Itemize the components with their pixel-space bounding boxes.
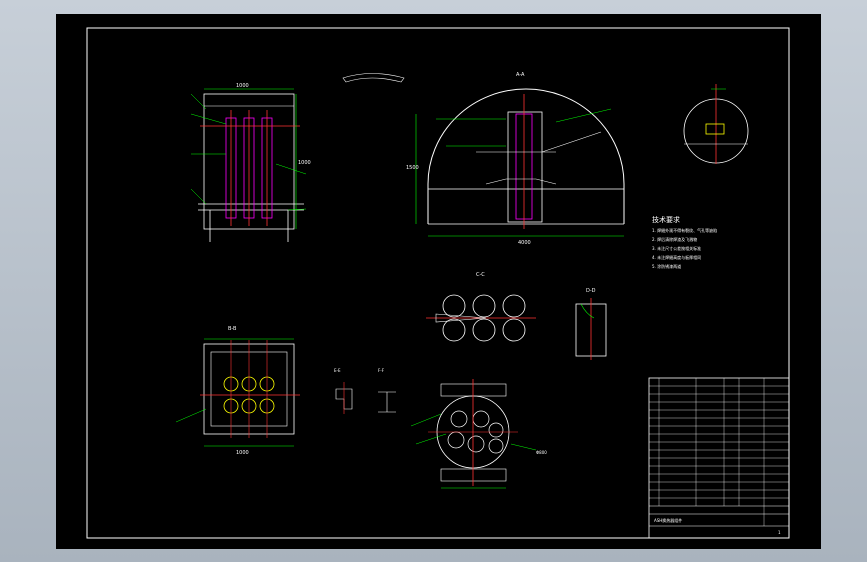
profile-details: E-E F-F — [334, 368, 396, 414]
tech-line-5: 5. 涂防锈漆两道 — [652, 263, 681, 269]
label-section-ee: E-E — [334, 368, 341, 373]
detail-dd-view: D-D — [575, 288, 607, 360]
sheet-number: 1 — [778, 530, 781, 535]
label-section-cc: C-C — [476, 272, 485, 278]
tech-line-4: 4. 未注焊缝高度与板厚相同 — [652, 254, 701, 260]
dim-circle-dia: Φ800 — [536, 450, 547, 455]
tube-sheet-view: Φ800 — [410, 379, 547, 489]
label-section-ff: F-F — [378, 368, 385, 373]
label-section-aa: A-A — [516, 72, 525, 78]
dim-arch-width: 4000 — [518, 240, 531, 246]
cad-drawing: 1000 1000 A-A — [86, 27, 790, 539]
drawing-border — [86, 27, 790, 539]
plan-view: B-B 1000 — [175, 326, 300, 456]
front-view: 1000 1000 — [190, 83, 311, 242]
tech-title: 技术要求 — [652, 215, 680, 224]
dim-arch-height: 1500 — [406, 165, 419, 171]
drawing-viewport[interactable]: 1000 1000 A-A — [56, 14, 821, 549]
label-section-dd: D-D — [586, 288, 596, 294]
technical-requirements: 技术要求 1. 焊缝外观不得有裂纹、气孔等缺陷 2. 焊后清除焊渣及飞溅物 3.… — [652, 215, 717, 269]
arch-section-view: A-A 4000 1500 — [406, 72, 625, 246]
parts-list-table: ASH换热器组件 1 — [648, 377, 790, 539]
dim-front-height: 1000 — [298, 160, 311, 166]
dim-bottom-width: 1000 — [236, 450, 249, 456]
tube-row-view: C-C — [426, 272, 536, 342]
label-section-bb: B-B — [228, 326, 237, 332]
tech-line-2: 2. 焊后清除焊渣及飞溅物 — [652, 236, 697, 242]
detail-circle-view — [683, 84, 749, 164]
tech-line-3: 3. 未注尺寸公差按相关标准 — [652, 245, 701, 251]
dim-top-width: 1000 — [236, 83, 249, 89]
profile-sketch — [342, 73, 405, 83]
tech-line-1: 1. 焊缝外观不得有裂纹、气孔等缺陷 — [652, 227, 717, 233]
drawing-name: ASH换热器组件 — [654, 517, 682, 523]
